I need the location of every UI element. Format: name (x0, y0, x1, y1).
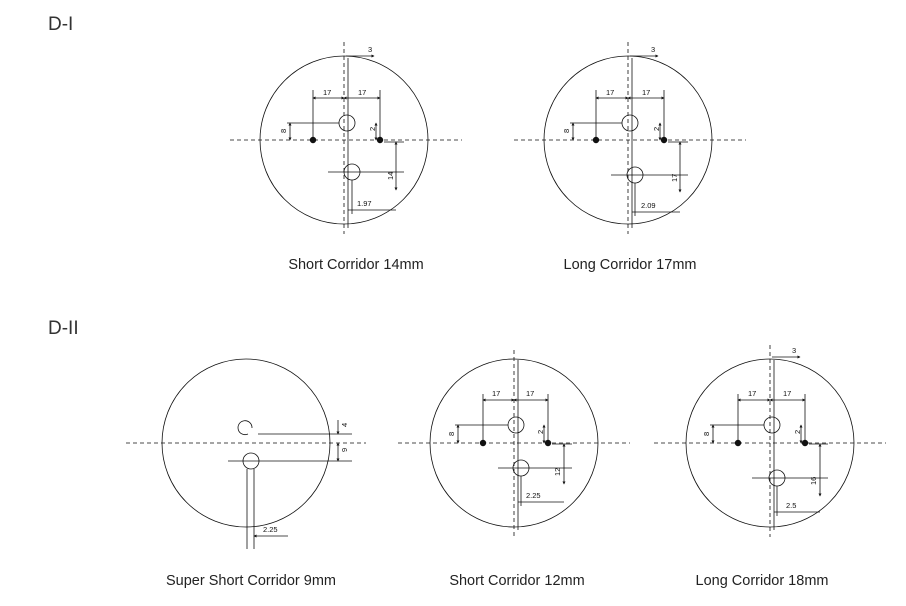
section-label-d1: D-I (48, 14, 74, 35)
dim-vlow: 16 (809, 477, 818, 485)
dim-v2: 2 (652, 127, 661, 131)
dim-right: 17 (783, 389, 791, 398)
caption-short-corridor-14: Short Corridor 14mm (288, 257, 424, 273)
diagram-short-corridor-12 (398, 350, 630, 537)
dim-left: 17 (606, 88, 614, 97)
dim-top: 3 (651, 45, 655, 54)
dim-v2: 2 (793, 430, 802, 434)
dim-v1: 8 (562, 129, 571, 133)
dim-lower: 9 (340, 448, 349, 452)
dim-bottom: 2.5 (786, 501, 796, 510)
upper-hole (763, 416, 781, 434)
dim-top: 3 (368, 45, 372, 54)
diagram-short-corridor-14 (230, 42, 462, 234)
dim-vlow: 17 (670, 174, 679, 182)
diagram-long-corridor-18 (654, 345, 886, 537)
diagram-long-corridor-17 (514, 42, 746, 234)
dim-upper: 4 (340, 423, 349, 427)
dim-bottom: 2.09 (641, 201, 656, 210)
dim-right: 17 (526, 389, 534, 398)
dim-left: 17 (492, 389, 500, 398)
dim-bottom: 2.25 (526, 491, 541, 500)
dim-top: 3 (792, 346, 796, 355)
upper-hole (338, 114, 356, 132)
upper-hole (621, 114, 639, 132)
dim-vlow: 14 (386, 172, 395, 180)
dim-v1: 8 (279, 129, 288, 133)
dim-bottom: 2.25 (263, 525, 278, 534)
caption-long-corridor-17: Long Corridor 17mm (563, 257, 697, 273)
section-label-d2: D-II (48, 318, 79, 339)
dim-left: 17 (323, 88, 331, 97)
dim-right: 17 (358, 88, 366, 97)
dim-right: 17 (642, 88, 650, 97)
dim-bottom: 1.97 (357, 199, 372, 208)
dim-vlow: 12 (553, 468, 562, 476)
caption-short-corridor-12: Short Corridor 12mm (449, 573, 585, 589)
dim-v1: 8 (702, 432, 711, 436)
dim-v1: 8 (447, 432, 456, 436)
upper-hole (507, 416, 525, 434)
upper-open-hole (237, 420, 253, 436)
dim-left: 17 (748, 389, 756, 398)
diagram-super-short-corridor-9 (126, 358, 366, 549)
caption-super-short-corridor-9: Super Short Corridor 9mm (165, 573, 337, 589)
dim-v2: 2 (536, 430, 545, 434)
caption-long-corridor-18: Long Corridor 18mm (695, 573, 829, 589)
dim-v2: 2 (368, 127, 377, 131)
